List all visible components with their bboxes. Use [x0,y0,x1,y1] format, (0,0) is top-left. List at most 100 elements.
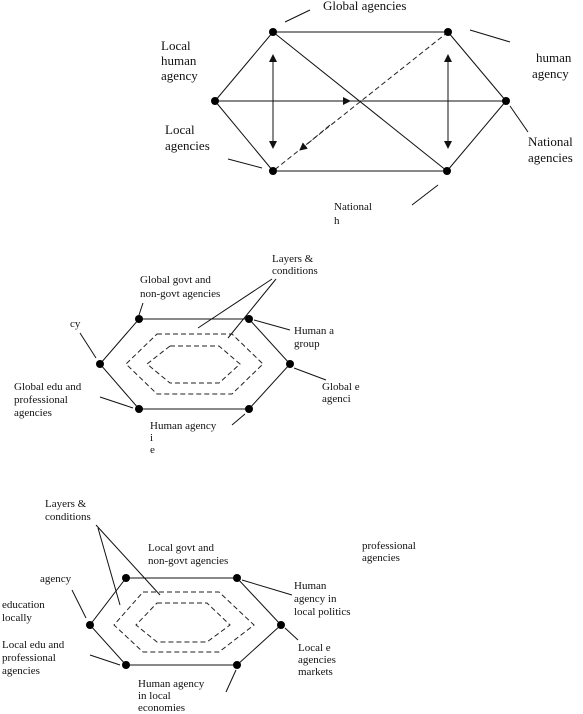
label-human-right-2: group [294,338,320,350]
node [122,574,130,582]
diagram-1: Global agencies Local human agency Local… [161,0,573,227]
label-human-right-1: Human a [294,325,334,337]
edge-top-left [214,31,274,102]
edge-bottom-left [214,100,274,172]
label-left-1: agency [40,573,72,585]
label-left-3: locally [2,612,32,624]
label-human-right-3: local politics [294,606,351,618]
leader-line [469,29,511,43]
node [86,621,94,629]
label-global-agencies: Global agencies [323,0,406,13]
label-local-human-1: Local [161,38,191,53]
node [96,360,104,368]
label-layers-2: conditions [45,511,91,523]
label-global-edu-1: Global edu and [14,381,82,393]
edge-bottom-right [446,100,507,172]
label-local-right-3: markets [298,666,333,678]
node [211,97,219,105]
label-local-edu-2: professional [2,652,56,664]
label-human-bottom-2: in local [138,690,171,702]
diagram-2: Layers & conditions Global govt and non-… [14,253,360,456]
label-top-right-1: professional [362,540,416,552]
leader-line [284,627,299,641]
diagram-3: Layers & conditions Local govt and non-g… [2,498,416,714]
label-global-right-2: agenci [322,393,351,405]
middle-hexagon [113,591,255,653]
leader-line [71,589,87,619]
node [233,574,241,582]
node [443,167,451,175]
node [444,28,452,36]
label-global-edu-2: professional [14,394,68,406]
label-human-bottom-1: Human agency [150,420,217,432]
inner-hexagon [135,602,231,643]
label-human-bottom-3: e [150,444,155,456]
dashed-arrow-head [299,124,331,151]
label-human-right-2: agency in [294,593,337,605]
label-national-agencies-2: agencies [528,150,573,165]
node [122,661,130,669]
leader-line [95,524,161,596]
label-local-govt-2: non-govt agencies [148,555,228,567]
label-layers-1: Layers & [45,498,87,510]
leader-line [284,9,311,23]
leader-line [227,278,277,339]
label-top-right-2: agencies [362,552,400,564]
node [502,97,510,105]
middle-hexagon [125,333,264,395]
leader-line [138,302,144,316]
label-human-bottom-3: economies [138,702,185,714]
label-left-top: cy [70,318,81,330]
leader-line [227,158,263,169]
label-local-human-2: human [161,53,197,68]
label-global-edu-3: agencies [14,407,52,419]
label-local-edu-3: agencies [2,665,40,677]
node [286,360,294,368]
leader-line [411,184,439,206]
label-national-human-2: h [334,215,340,227]
node [277,621,285,629]
label-layers-2: conditions [272,265,318,277]
leader-line [231,413,246,426]
label-human-agency-2: agency [532,66,569,81]
node [245,315,253,323]
leader-line [99,396,134,409]
label-human-agency-1: human [536,50,572,65]
node [135,315,143,323]
label-left-2: education [2,599,45,611]
label-local-agencies-2: agencies [165,138,210,153]
leader-line [97,527,121,606]
leader-line [79,332,97,359]
label-national-human-1: National [334,201,372,213]
leader-line [509,105,529,133]
node [233,661,241,669]
leader-line [253,319,291,331]
label-layers-1: Layers & [272,253,314,265]
label-local-right-1: Local e [298,642,331,654]
label-global-govt-2: non-govt agencies [140,288,220,300]
inner-hexagon [146,345,241,384]
node [269,167,277,175]
label-human-bottom-1: Human agency [138,678,205,690]
edge-top-right [447,31,507,102]
label-global-govt-1: Global govt and [140,274,211,286]
leader-line [89,654,121,666]
label-local-agencies-1: Local [165,122,195,137]
node [135,405,143,413]
label-local-human-3: agency [161,68,198,83]
label-local-right-2: agencies [298,654,336,666]
node [245,405,253,413]
label-human-bottom-2: i [150,432,153,444]
label-local-edu-1: Local edu and [2,639,65,651]
outer-hexagon [99,318,291,410]
leader-line [293,367,327,381]
leader-line [241,579,293,596]
label-human-right-1: Human [294,580,327,592]
label-local-govt-1: Local govt and [148,542,214,554]
label-global-right-1: Global e [322,381,360,393]
node [269,28,277,36]
leader-line [225,669,237,693]
leader-line [197,278,273,329]
label-national-agencies-1: National [528,134,573,149]
